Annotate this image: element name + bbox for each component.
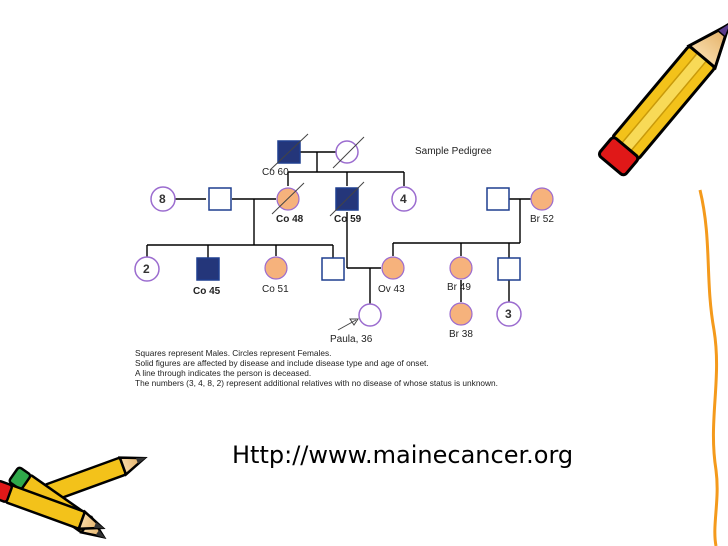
pedigree-male <box>321 257 345 281</box>
pedigree-female-unknown <box>496 301 522 327</box>
pencils-clipart-icon <box>0 456 148 539</box>
legend-line: A line through indicates the person is d… <box>135 368 312 378</box>
pedigree-proband <box>358 303 382 327</box>
pedigree-female-unknown <box>391 186 417 212</box>
label-co-45: Co 45 <box>193 286 221 297</box>
legend-line: The numbers (3, 4, 8, 2) represent addit… <box>135 378 498 388</box>
deceased-slash <box>329 181 365 217</box>
pedigree-legend: Squares represent Males. Circles represe… <box>135 348 555 388</box>
pencil-clipart-icon <box>597 19 728 177</box>
legend-line: Solid figures are affected by disease an… <box>135 358 429 368</box>
label-ov-43: Ov 43 <box>378 284 405 295</box>
source-url[interactable]: Http://www.mainecancer.org <box>232 441 574 469</box>
deceased-slash <box>271 182 305 215</box>
pedigree-lines <box>146 151 531 304</box>
label-co-48: Co 48 <box>276 214 304 225</box>
proband-arrow <box>337 319 357 331</box>
pedigree-female-affected <box>530 187 554 211</box>
pedigree-male-affected <box>196 257 220 281</box>
pedigree-female-unknown <box>150 186 176 212</box>
label-br-49: Br 49 <box>447 282 471 293</box>
pedigree-female-unknown <box>134 256 160 282</box>
pedigree-female-affected <box>449 302 473 326</box>
pedigree-female-affected <box>264 256 288 280</box>
label-paula: Paula, 36 <box>330 334 373 345</box>
deceased-slash <box>269 133 309 171</box>
label-co-59: Co 59 <box>334 214 362 225</box>
pedigree-diagram: Sample Pedigree <box>134 133 554 345</box>
pedigree-male <box>497 257 521 281</box>
pedigree-title: Sample Pedigree <box>415 146 492 157</box>
label-br-38: Br 38 <box>449 329 473 340</box>
pedigree-female-affected <box>449 256 473 280</box>
legend-line: Squares represent Males. Circles represe… <box>135 348 332 358</box>
proband-arrowhead <box>349 318 359 326</box>
pedigree-female <box>335 140 359 164</box>
orange-border-line <box>698 189 719 546</box>
label-3: 3 <box>505 307 512 321</box>
pedigree-male <box>208 187 232 211</box>
label-co-51: Co 51 <box>262 284 289 295</box>
pedigree-male <box>486 187 510 211</box>
pedigree-female-affected <box>381 256 405 280</box>
label-4: 4 <box>400 192 407 206</box>
label-8: 8 <box>159 192 166 206</box>
label-co-60: Co 60 <box>262 167 289 178</box>
label-br-52: Br 52 <box>530 214 554 225</box>
label-2: 2 <box>143 262 150 276</box>
deceased-slash <box>332 136 365 169</box>
